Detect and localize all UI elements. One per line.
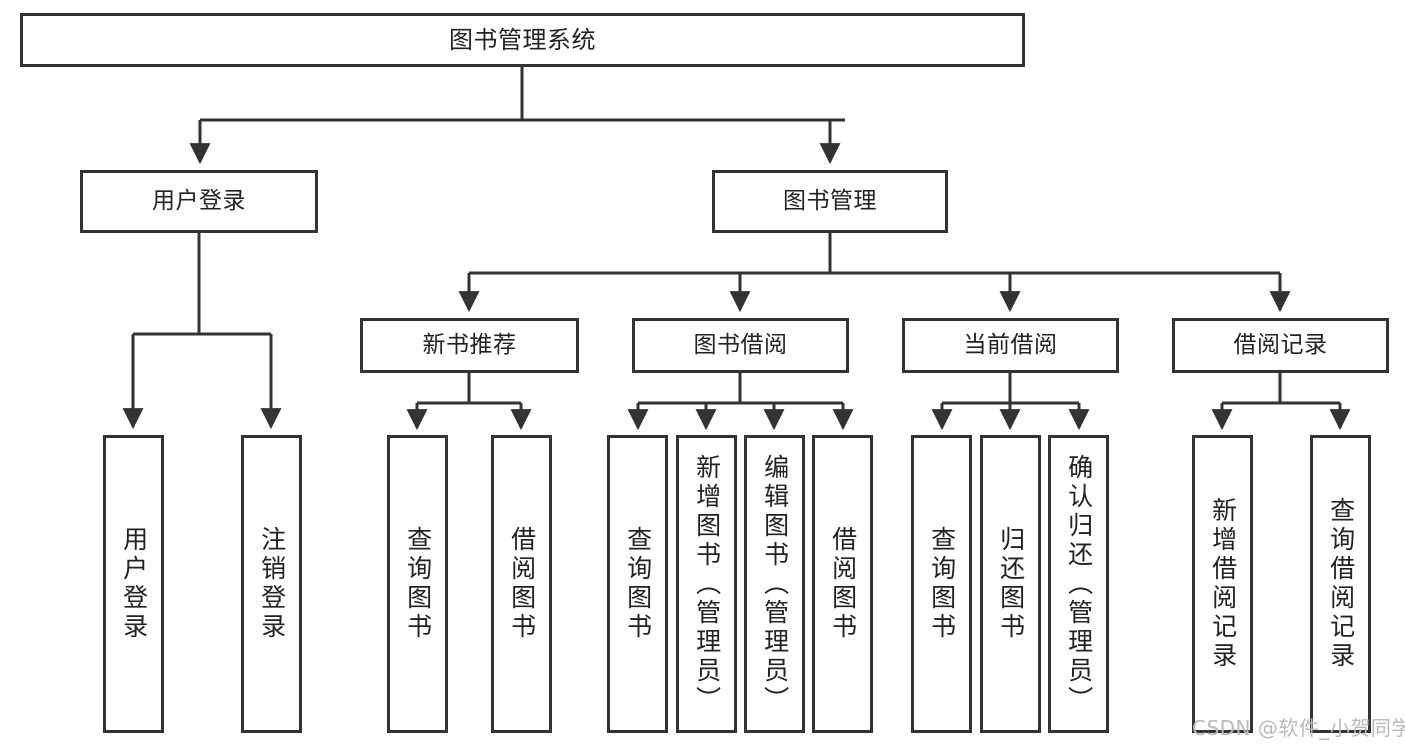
node-user-login[interactable]: 用户登录 <box>80 170 318 233</box>
leaf-newbook-borrow-books[interactable]: 借阅图书 <box>491 435 552 733</box>
node-label: 用户登录 <box>152 187 246 214</box>
node-label: 查询图书 <box>927 526 957 642</box>
node-label: 新增借阅记录 <box>1208 497 1238 671</box>
node-root-library-system[interactable]: 图书管理系统 <box>20 13 1025 67</box>
node-label: 新书推荐 <box>422 331 517 358</box>
leaf-newbook-query-books[interactable]: 查询图书 <box>387 435 448 733</box>
node-label: 借阅图书 <box>828 526 858 642</box>
leaf-borrow-add-book-admin[interactable]: 新增图书（管理员） <box>676 435 737 733</box>
csdn-watermark: CSDN @软件_小贺同学 <box>1192 716 1405 740</box>
node-label: 用户登录 <box>119 526 149 642</box>
node-label: 图书借阅 <box>693 331 788 358</box>
node-label: 查询图书 <box>623 526 653 642</box>
node-label: 查询图书 <box>403 526 433 642</box>
leaf-current-return-books[interactable]: 归还图书 <box>980 435 1041 733</box>
node-label: 新增图书（管理员） <box>692 453 722 715</box>
node-label: 借阅记录 <box>1233 331 1328 358</box>
node-label: 查询借阅记录 <box>1326 497 1356 671</box>
node-label: 确认归还（管理员） <box>1064 453 1094 715</box>
node-book-borrow[interactable]: 图书借阅 <box>632 318 849 373</box>
leaf-borrow-query-books[interactable]: 查询图书 <box>607 435 668 733</box>
node-label: 当前借阅 <box>963 331 1058 358</box>
node-label: 编辑图书（管理员） <box>760 453 790 715</box>
node-label: 图书管理系统 <box>449 25 596 54</box>
node-label: 注销登录 <box>257 526 287 642</box>
leaf-user-login[interactable]: 用户登录 <box>103 435 164 733</box>
leaf-records-add-record[interactable]: 新增借阅记录 <box>1192 435 1253 733</box>
leaf-current-query-books[interactable]: 查询图书 <box>911 435 972 733</box>
node-label: 归还图书 <box>996 526 1026 642</box>
node-borrow-records[interactable]: 借阅记录 <box>1172 318 1389 373</box>
node-book-management[interactable]: 图书管理 <box>712 170 948 233</box>
node-new-book-recommend[interactable]: 新书推荐 <box>360 318 579 373</box>
node-label: 图书管理 <box>783 187 877 214</box>
leaf-records-query-record[interactable]: 查询借阅记录 <box>1310 435 1371 733</box>
node-current-borrow[interactable]: 当前借阅 <box>902 318 1119 373</box>
leaf-current-confirm-return-admin[interactable]: 确认归还（管理员） <box>1048 435 1109 733</box>
leaf-borrow-edit-book-admin[interactable]: 编辑图书（管理员） <box>744 435 805 733</box>
node-label: 借阅图书 <box>507 526 537 642</box>
leaf-user-logout[interactable]: 注销登录 <box>241 435 302 733</box>
leaf-borrow-borrow-books[interactable]: 借阅图书 <box>812 435 873 733</box>
